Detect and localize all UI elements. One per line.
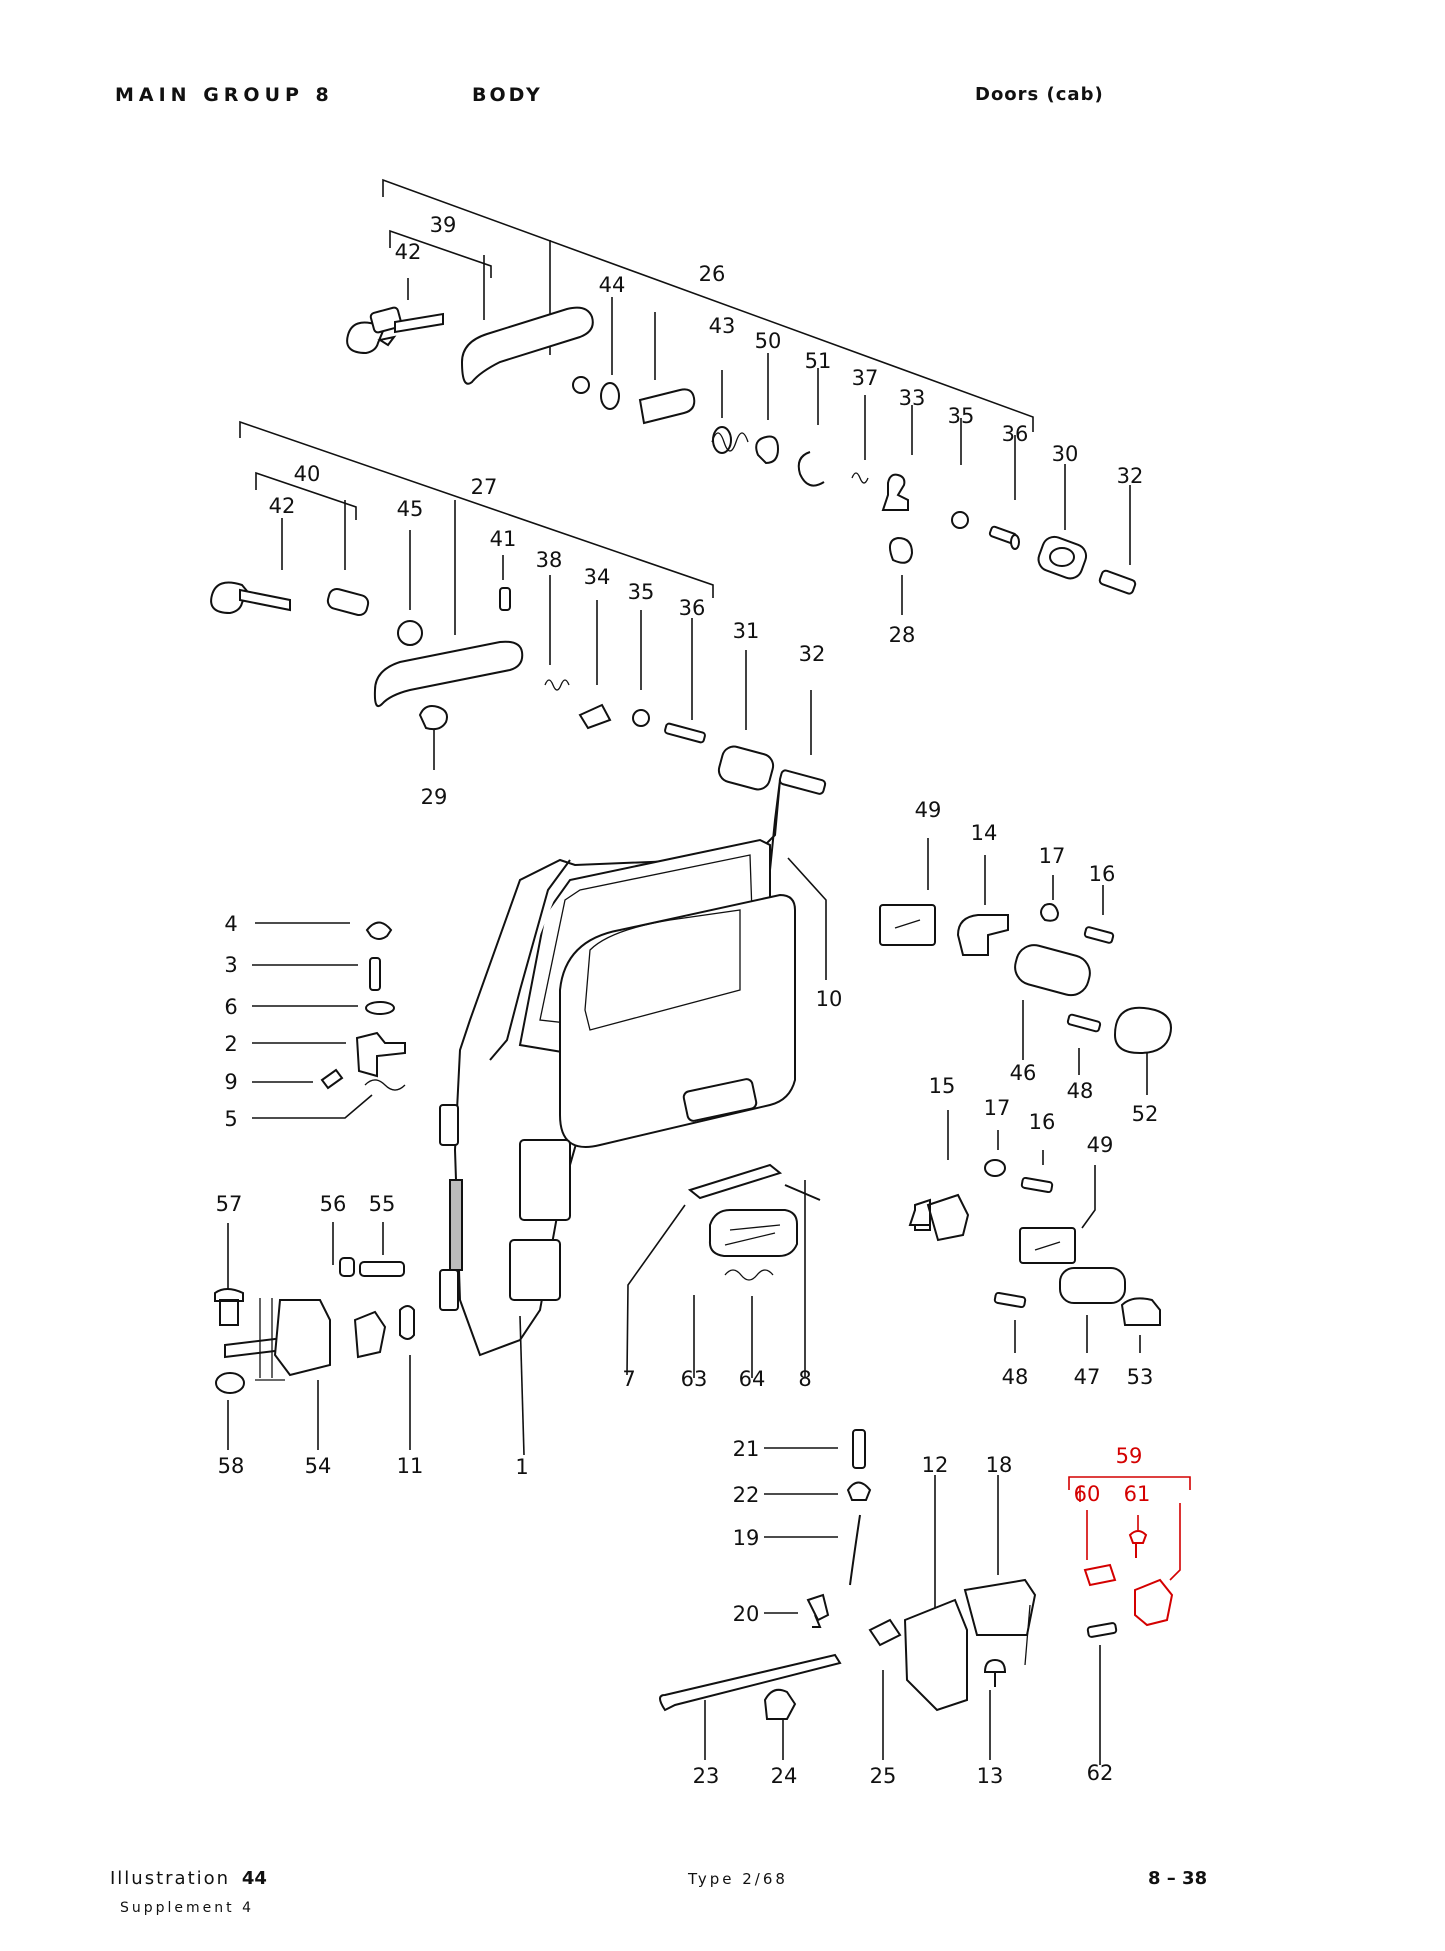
callout-8: 8: [798, 1367, 811, 1391]
callout-24: 24: [771, 1764, 798, 1788]
callout-19: 19: [733, 1526, 760, 1550]
callout-34: 34: [584, 565, 611, 589]
main-group-title: MAIN GROUP 8: [115, 84, 334, 106]
callout-16b: 16: [1029, 1110, 1056, 1134]
callout-27: 27: [471, 475, 498, 499]
callout-18: 18: [986, 1453, 1013, 1477]
section-title: BODY: [472, 84, 543, 106]
callout-48a: 48: [1067, 1079, 1094, 1103]
callout-43: 43: [709, 314, 736, 338]
interior-handle-parts: [626, 1163, 821, 1378]
illustration-number: 44: [241, 1868, 267, 1889]
group-bracket-26: [382, 178, 1131, 615]
type-label: Type 2/68: [688, 1870, 788, 1888]
callout-12: 12: [922, 1453, 949, 1477]
callout-30: 30: [1052, 442, 1079, 466]
illustration-label: Illustration: [110, 1868, 231, 1889]
callout-40: 40: [294, 462, 321, 486]
callout-45: 45: [397, 497, 424, 521]
callout-23: 23: [693, 1764, 720, 1788]
callout-17a: 17: [1039, 844, 1066, 868]
callout-48b: 48: [1002, 1365, 1029, 1389]
callout-64: 64: [739, 1367, 766, 1391]
callout-59: 59: [1116, 1444, 1143, 1468]
callout-42b: 42: [269, 494, 296, 518]
callout-28: 28: [889, 623, 916, 647]
door-check-parts: [214, 1222, 415, 1450]
callout-4: 4: [224, 912, 237, 936]
callout-22: 22: [733, 1483, 760, 1507]
callout-55: 55: [369, 1192, 396, 1216]
callout-15: 15: [929, 1074, 956, 1098]
illustration-caption: Illustration 44: [110, 1868, 267, 1889]
door-shell-leaders: [519, 857, 827, 1456]
callout-54: 54: [305, 1454, 332, 1478]
upper-handle-parts: [346, 306, 1137, 595]
supplement-label: Supplement 4: [120, 1900, 255, 1916]
callout-52: 52: [1132, 1102, 1159, 1126]
callout-2: 2: [224, 1032, 237, 1056]
callout-11: 11: [397, 1454, 424, 1478]
callout-62: 62: [1087, 1761, 1114, 1785]
highlighted-kit-59: [1068, 1476, 1191, 1765]
callout-7: 7: [622, 1367, 635, 1391]
callout-16a: 16: [1089, 862, 1116, 886]
callout-21: 21: [733, 1437, 760, 1461]
lock-mechanism-parts: [659, 1429, 1037, 1760]
callout-1: 1: [515, 1455, 528, 1479]
page-number: 8 – 38: [1148, 1868, 1208, 1889]
callout-13: 13: [977, 1764, 1004, 1788]
callout-63: 63: [681, 1367, 708, 1391]
callout-58: 58: [218, 1454, 245, 1478]
callout-61: 61: [1124, 1482, 1151, 1506]
callout-41: 41: [490, 527, 517, 551]
callout-50: 50: [755, 329, 782, 353]
callout-49a: 49: [915, 798, 942, 822]
callout-35b: 35: [628, 580, 655, 604]
callout-49b: 49: [1087, 1133, 1114, 1157]
hinge-parts-left: [252, 921, 406, 1119]
door-shell: [439, 779, 796, 1357]
callout-56: 56: [320, 1192, 347, 1216]
callout-26: 26: [699, 262, 726, 286]
callout-31: 31: [733, 619, 760, 643]
callout-47: 47: [1074, 1365, 1101, 1389]
callout-35a: 35: [948, 404, 975, 428]
callout-33: 33: [899, 386, 926, 410]
callout-42a: 42: [395, 240, 422, 264]
callout-5: 5: [224, 1107, 237, 1131]
callout-labels: 1 2 3 4 5 6 7 8 9 10 11 12 13 14 15 16 1…: [216, 213, 1159, 1788]
callout-20: 20: [733, 1602, 760, 1626]
group-bracket-27: [239, 420, 812, 770]
callout-29: 29: [421, 785, 448, 809]
callout-53: 53: [1127, 1365, 1154, 1389]
callout-25: 25: [870, 1764, 897, 1788]
interior-trim-parts: [879, 838, 1172, 1353]
callout-39: 39: [430, 213, 457, 237]
callout-37: 37: [852, 366, 879, 390]
callout-36b: 36: [679, 596, 706, 620]
lower-handle-parts: [210, 581, 827, 795]
callout-17b: 17: [984, 1096, 1011, 1120]
callout-57: 57: [216, 1192, 243, 1216]
callout-36a: 36: [1002, 422, 1029, 446]
callout-44: 44: [599, 273, 626, 297]
callout-60: 60: [1074, 1482, 1101, 1506]
subsection-title: Doors (cab): [975, 84, 1104, 105]
callout-32b: 32: [799, 642, 826, 666]
callout-38: 38: [536, 548, 563, 572]
callout-3: 3: [224, 953, 237, 977]
callout-46: 46: [1010, 1061, 1037, 1085]
callout-14: 14: [971, 821, 998, 845]
callout-6: 6: [224, 995, 237, 1019]
callout-9: 9: [224, 1070, 237, 1094]
callout-10: 10: [816, 987, 843, 1011]
callout-32a: 32: [1117, 464, 1144, 488]
callout-51: 51: [805, 349, 832, 373]
